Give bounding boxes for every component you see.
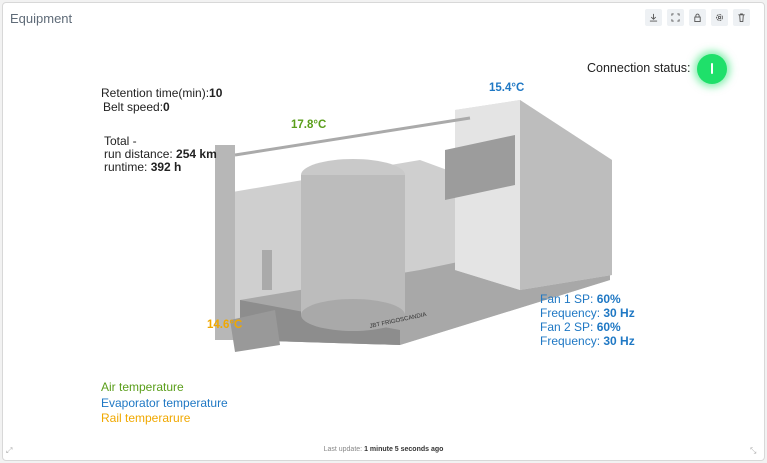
delete-button[interactable] — [733, 9, 750, 26]
evaporator-temperature-value: 15.4°C — [489, 82, 525, 94]
retention-time: Retention time(min):10 — [101, 86, 222, 100]
resize-handle-left-icon[interactable]: ⤢ — [6, 446, 13, 455]
last-update-value: 1 minute 5 seconds ago — [364, 446, 444, 453]
run-distance: run distance: 254 km — [104, 147, 217, 161]
belt-speed: Belt speed:0 — [103, 100, 170, 114]
lock-icon — [694, 13, 701, 22]
widget-title: Equipment — [10, 11, 73, 26]
download-icon — [649, 13, 658, 22]
connection-status-indicator — [697, 54, 727, 84]
belt-value: 0 — [163, 100, 170, 114]
belt-label: Belt speed: — [103, 100, 164, 114]
freq2-value: 30 Hz — [603, 334, 635, 348]
freq1-value: 30 Hz — [603, 306, 635, 320]
runtime-label: runtime: — [104, 160, 151, 174]
widget-toolbar — [645, 9, 750, 26]
settings-button[interactable] — [711, 9, 728, 26]
retention-value: 10 — [209, 86, 223, 100]
fan1-value: 60% — [596, 292, 621, 306]
fan1-frequency: Frequency: 30 Hz — [540, 306, 635, 320]
fan2-frequency: Frequency: 30 Hz — [540, 334, 635, 348]
runtime-value: 392 h — [150, 160, 182, 174]
resize-handle-right-icon[interactable]: ⤡ — [750, 446, 757, 455]
rail-temperature-value: 14.6°C — [207, 319, 243, 331]
legend-rail-temperature: Rail temperarure — [101, 411, 191, 425]
gear-icon — [716, 14, 723, 21]
fullscreen-button[interactable] — [667, 9, 684, 26]
freq2-label: Frequency: — [540, 334, 604, 348]
download-button[interactable] — [645, 9, 662, 26]
connection-status-label: Connection status: — [587, 61, 691, 75]
fan2-label: Fan 2 SP: — [540, 320, 597, 334]
freq1-label: Frequency: — [540, 306, 604, 320]
legend-air-temperature: Air temperature — [101, 380, 184, 394]
runtime: runtime: 392 h — [104, 160, 181, 174]
retention-label: Retention time(min): — [101, 86, 210, 100]
trash-icon — [738, 13, 745, 22]
legend-evaporator-temperature: Evaporator temperature — [101, 396, 228, 410]
fan2-value: 60% — [596, 320, 621, 334]
distance-value: 254 km — [176, 147, 217, 161]
total-label: Total - — [104, 134, 137, 148]
fullscreen-icon — [671, 13, 680, 22]
distance-label: run distance: — [104, 147, 177, 161]
last-update: Last update: 1 minute 5 seconds ago — [0, 446, 767, 453]
air-temperature-value: 17.8°C — [291, 119, 327, 131]
fan2-sp: Fan 2 SP: 60% — [540, 320, 621, 334]
lock-button[interactable] — [689, 9, 706, 26]
fan1-sp: Fan 1 SP: 60% — [540, 292, 621, 306]
fan1-label: Fan 1 SP: — [540, 292, 597, 306]
last-update-label: Last update: — [323, 446, 365, 453]
